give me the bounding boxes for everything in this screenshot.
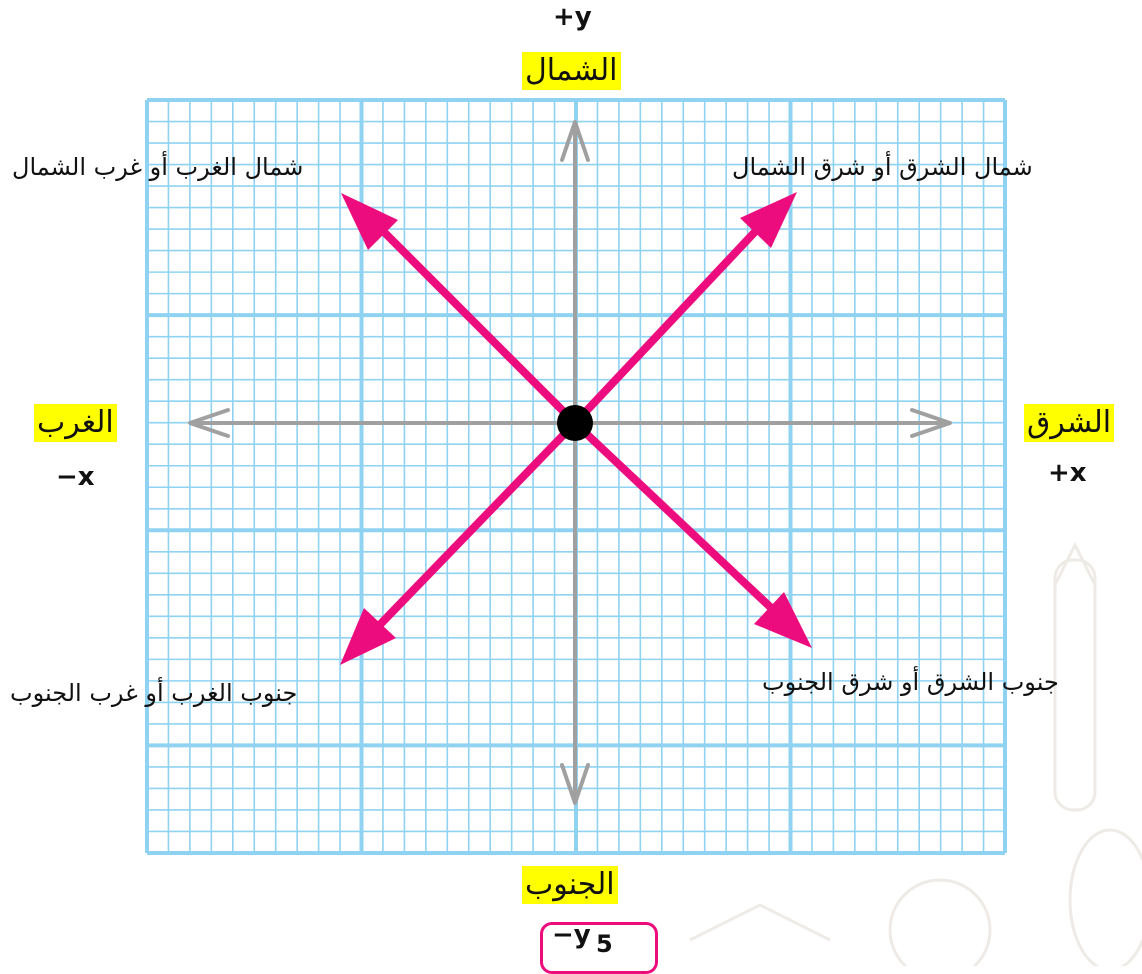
decorative-watermark <box>689 541 1142 974</box>
west-label: الغرب <box>34 404 117 442</box>
origin-point <box>557 405 593 441</box>
axes <box>188 120 952 805</box>
page-number: 5 <box>596 930 613 958</box>
direction-arrows <box>340 192 812 665</box>
x-axis-left-arrowhead <box>188 408 230 438</box>
minus-x-label: −x <box>56 462 95 492</box>
northeast-arrowhead <box>740 192 797 248</box>
northeast-label: شمال الشرق أو شرق الشمال <box>732 153 1033 181</box>
southeast-arrowhead <box>754 592 812 648</box>
plus-x-label: +x <box>1048 458 1087 488</box>
x-axis-right-arrowhead <box>910 408 952 438</box>
southwest-label: جنوب الغرب أو غرب الجنوب <box>10 679 298 707</box>
minus-y-label: −y <box>552 920 591 950</box>
southeast-arrow-line <box>572 420 787 623</box>
southwest-arrowhead <box>340 608 396 665</box>
southwest-arrow-line <box>365 420 578 640</box>
southeast-label: جنوب الشرق أو شرق الجنوب <box>762 668 1059 696</box>
northwest-arrow-line <box>367 215 578 426</box>
y-axis-up-arrowhead <box>560 120 590 162</box>
y-axis-down-arrowhead <box>560 763 590 805</box>
northwest-arrowhead <box>341 193 398 250</box>
south-label: الجنوب <box>522 866 618 904</box>
northwest-label: شمال الغرب أو غرب الشمال <box>12 153 304 181</box>
east-label: الشرق <box>1024 404 1115 442</box>
plus-y-label: +y <box>553 2 592 32</box>
north-label: الشمال <box>522 52 621 90</box>
northeast-arrow-line <box>572 215 771 426</box>
